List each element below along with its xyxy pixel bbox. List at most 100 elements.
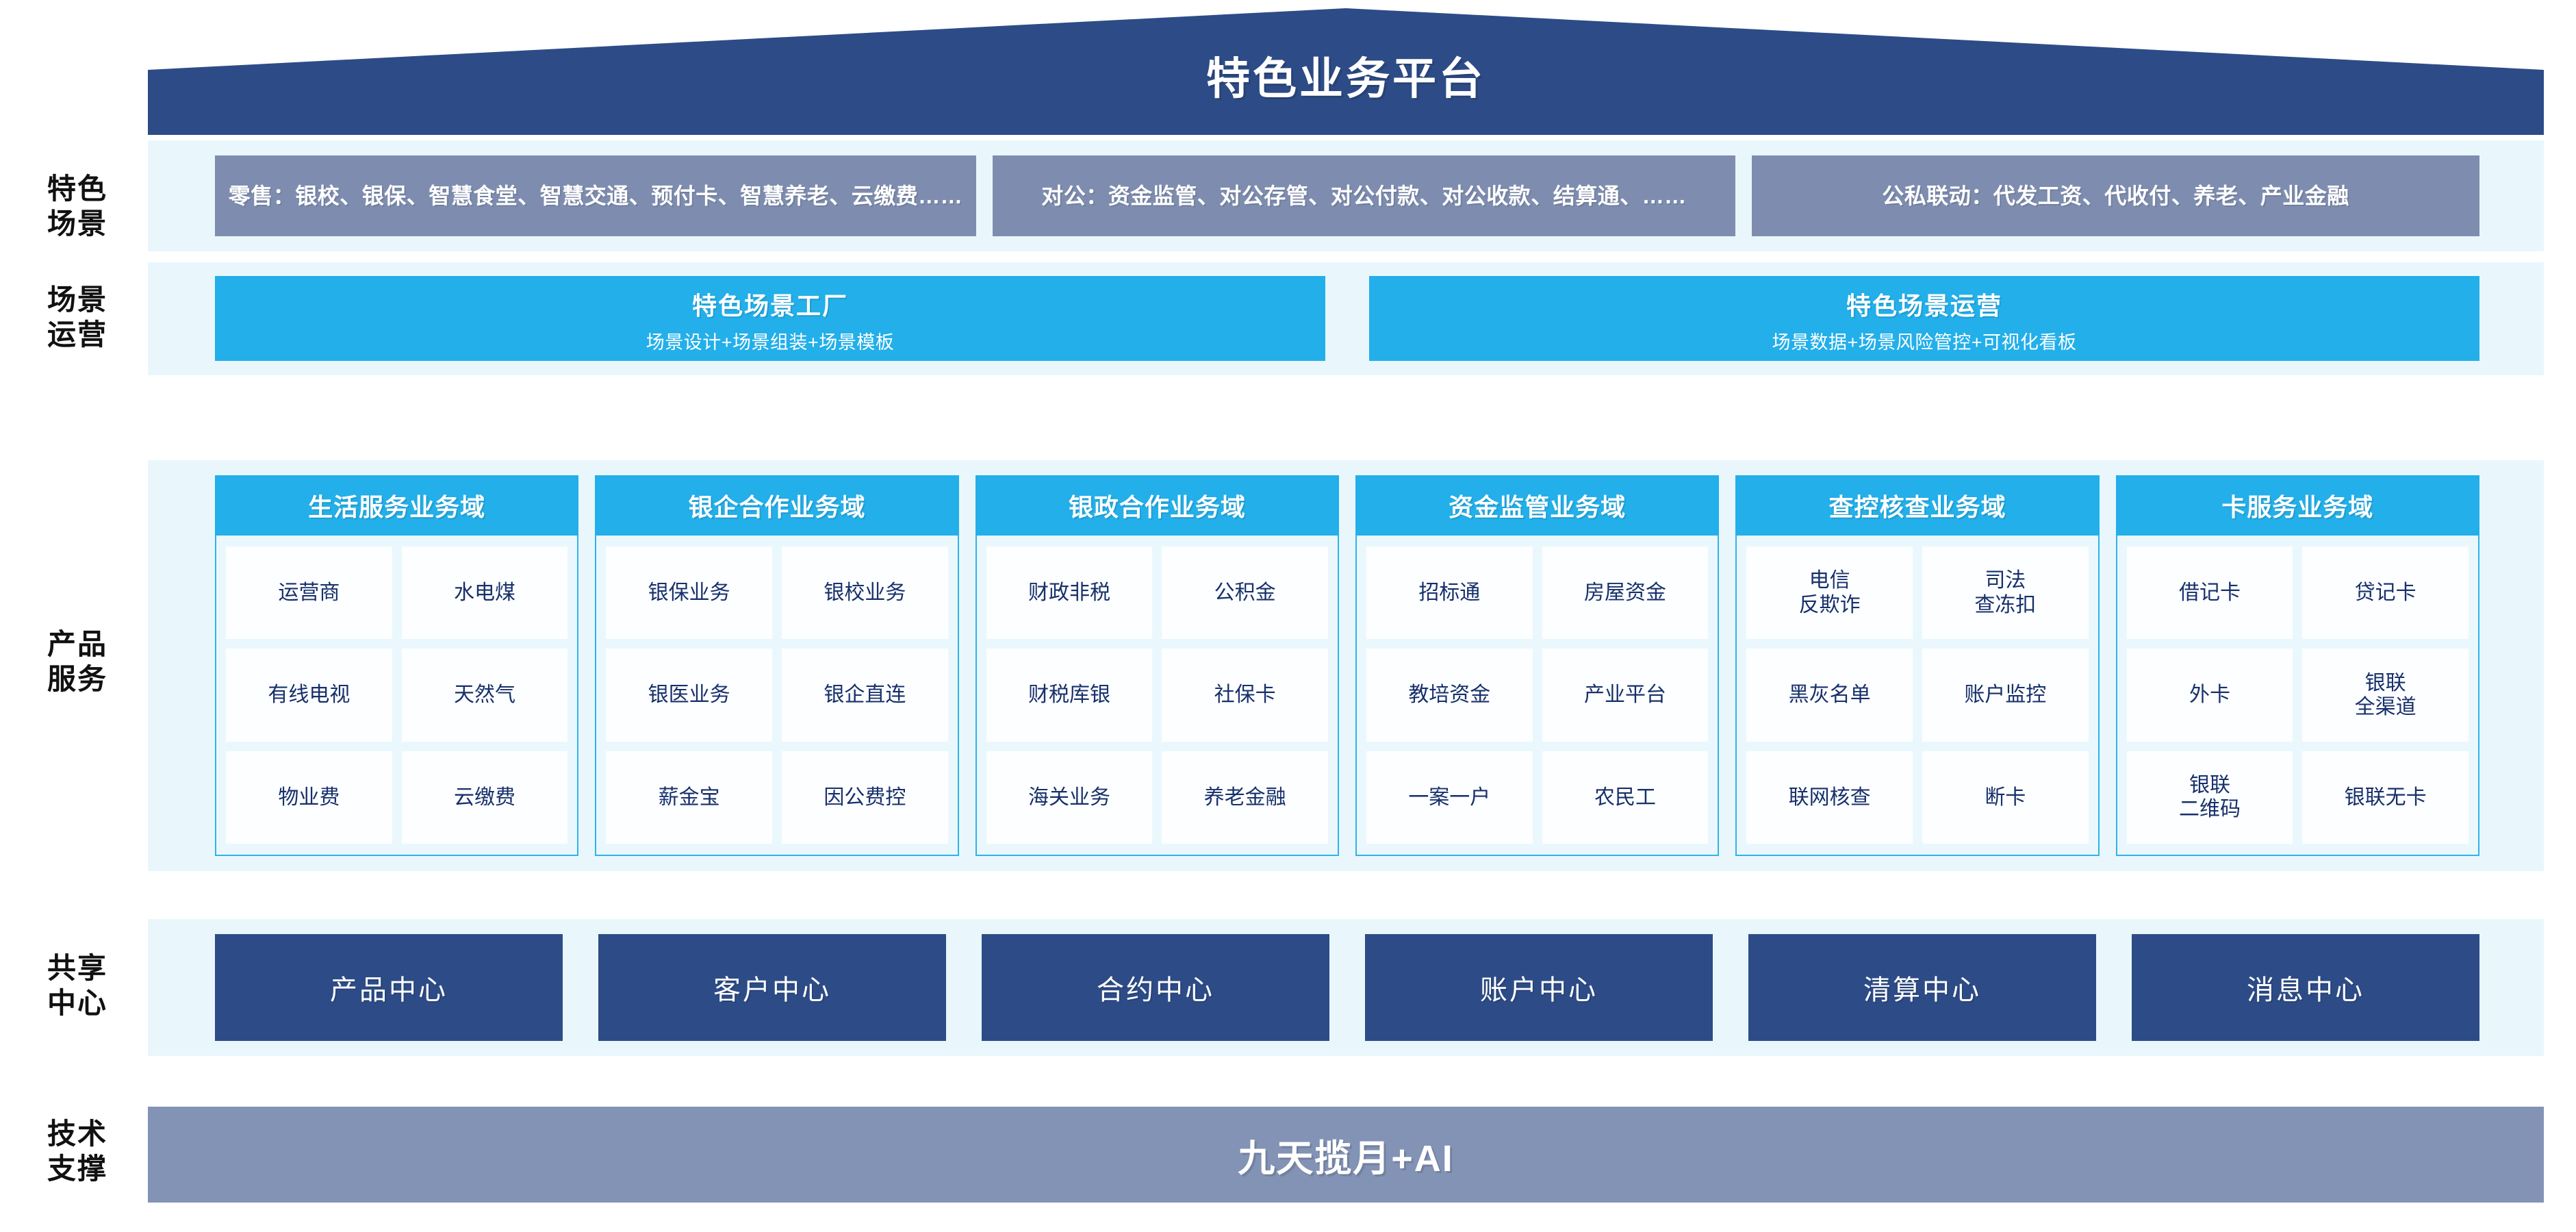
operation-box-scene-operation[interactable]: 特色场景运营 场景数据+场景风险管控+可视化看板 (1369, 276, 2479, 361)
domain-tile-row: 黑灰名单 账户监控 (1746, 649, 2089, 742)
operation-title: 特色场景运营 (1846, 291, 2002, 320)
domain-tile-row: 外卡 银联 全渠道 (2126, 649, 2469, 742)
scenario-box-public-private[interactable]: 公私联动：代发工资、代收付、养老、产业金融 (1752, 155, 2479, 236)
domain-tile[interactable]: 银医业务 (606, 649, 772, 742)
domain-tile-grid: 财政非税 公积金 财税库银 社保卡 海关业务 养老金融 (975, 536, 1339, 856)
domain-tile[interactable]: 水电煤 (401, 546, 568, 640)
row-label-product: 产品 服务 (47, 628, 107, 696)
shared-center-contract[interactable]: 合约中心 (982, 934, 1329, 1041)
domain-tile-grid: 运营商 水电煤 有线电视 天然气 物业费 云缴费 (215, 536, 579, 856)
platform-title: 特色业务平台 (1206, 54, 1485, 103)
domain-tile[interactable]: 财政非税 (986, 546, 1153, 640)
platform-roof-banner: 特色业务平台 (148, 8, 2544, 135)
row-label-scenario: 特色 场景 (47, 173, 107, 240)
scenario-box-corporate[interactable]: 对公：资金监管、对公存管、对公付款、对公收款、结算通、…… (993, 155, 1735, 236)
domain-tile[interactable]: 养老金融 (1162, 751, 1328, 844)
shared-center-clearing[interactable]: 清算中心 (1748, 934, 2096, 1041)
domain-tile[interactable]: 账户监控 (1922, 649, 2089, 742)
domain-tile[interactable]: 银联 全渠道 (2302, 649, 2469, 742)
domain-tile-row: 招标通 房屋资金 (1366, 546, 1709, 640)
domain-tile-row: 有线电视 天然气 (226, 649, 568, 742)
domain-tile-row: 银医业务 银企直连 (606, 649, 948, 742)
domain-tile[interactable]: 物业费 (226, 751, 392, 844)
domain-tile-row: 财税库银 社保卡 (986, 649, 1328, 742)
domain-tile-row: 海关业务 养老金融 (986, 751, 1328, 844)
scene-operation-band: 特色场景工厂 场景设计+场景组装+场景模板 特色场景运营 场景数据+场景风险管控… (148, 262, 2544, 375)
domain-tile[interactable]: 公积金 (1162, 546, 1328, 640)
operation-box-list: 特色场景工厂 场景设计+场景组装+场景模板 特色场景运营 场景数据+场景风险管控… (215, 276, 2479, 361)
shared-center-account[interactable]: 账户中心 (1365, 934, 1713, 1041)
domain-tile[interactable]: 银保业务 (606, 546, 772, 640)
domain-life-service: 生活服务业务域 运营商 水电煤 有线电视 天然气 物业费 云缴费 (215, 475, 579, 856)
domain-fund-supervision: 资金监管业务域 招标通 房屋资金 教培资金 产业平台 一案一户 农民工 (1355, 475, 1720, 856)
domain-title: 卡服务业务域 (2115, 475, 2479, 536)
domain-tile[interactable]: 海关业务 (986, 751, 1153, 844)
operation-subtitle: 场景设计+场景组装+场景模板 (646, 331, 895, 353)
row-label-shared: 共享 中心 (47, 952, 107, 1020)
domain-tile-row: 财政非税 公积金 (986, 546, 1328, 640)
domain-bank-enterprise: 银企合作业务域 银保业务 银校业务 银医业务 银企直连 薪金宝 因公费控 (595, 475, 959, 856)
domain-tile-row: 银保业务 银校业务 (606, 546, 948, 640)
row-label-tech: 技术 支撑 (47, 1118, 107, 1185)
shared-center-message[interactable]: 消息中心 (2132, 934, 2479, 1041)
domain-tile[interactable]: 银联无卡 (2302, 751, 2469, 844)
product-service-band: 生活服务业务域 运营商 水电煤 有线电视 天然气 物业费 云缴费 (148, 460, 2544, 871)
domain-tile[interactable]: 农民工 (1542, 751, 1709, 844)
domain-tile[interactable]: 借记卡 (2126, 546, 2293, 640)
domain-tile-row: 一案一户 农民工 (1366, 751, 1709, 844)
domain-tile-row: 薪金宝 因公费控 (606, 751, 948, 844)
domain-title: 查控核查业务域 (1735, 475, 2100, 536)
domain-tile[interactable]: 贷记卡 (2302, 546, 2469, 640)
domain-column-list: 生活服务业务域 运营商 水电煤 有线电视 天然气 物业费 云缴费 (215, 475, 2479, 856)
domain-tile[interactable]: 外卡 (2126, 649, 2293, 742)
tech-support-bar[interactable]: 九天揽月+AI (148, 1107, 2544, 1203)
row-label-operation: 场景 运营 (47, 284, 107, 351)
operation-title: 特色场景工厂 (691, 291, 848, 320)
shared-center-list: 产品中心 客户中心 合约中心 账户中心 清算中心 消息中心 (215, 934, 2479, 1041)
domain-tile-row: 联网核查 断卡 (1746, 751, 2089, 844)
shared-center-customer[interactable]: 客户中心 (598, 934, 946, 1041)
domain-tile-grid: 银保业务 银校业务 银医业务 银企直连 薪金宝 因公费控 (595, 536, 959, 856)
domain-tile-row: 物业费 云缴费 (226, 751, 568, 844)
domain-tile[interactable]: 银企直连 (782, 649, 948, 742)
domain-tile[interactable]: 有线电视 (226, 649, 392, 742)
domain-bank-government: 银政合作业务域 财政非税 公积金 财税库银 社保卡 海关业务 养老金融 (975, 475, 1339, 856)
scenario-box-retail[interactable]: 零售：银校、银保、智慧食堂、智慧交通、预付卡、智慧养老、云缴费…… (215, 155, 976, 236)
domain-title: 资金监管业务域 (1355, 475, 1720, 536)
roof-shape-icon (148, 8, 2544, 135)
domain-tile[interactable]: 招标通 (1366, 546, 1533, 640)
domain-tile[interactable]: 一案一户 (1366, 751, 1533, 844)
shared-center-product[interactable]: 产品中心 (215, 934, 563, 1041)
operation-subtitle: 场景数据+场景风险管控+可视化看板 (1772, 331, 2077, 353)
domain-tile[interactable]: 薪金宝 (606, 751, 772, 844)
domain-tile-row: 教培资金 产业平台 (1366, 649, 1709, 742)
domain-tile[interactable]: 联网核查 (1746, 751, 1913, 844)
domain-tile[interactable]: 黑灰名单 (1746, 649, 1913, 742)
domain-tile-grid: 电信 反欺诈 司法 查冻扣 黑灰名单 账户监控 联网核查 断卡 (1735, 536, 2100, 856)
domain-tile[interactable]: 银校业务 (782, 546, 948, 640)
domain-tile[interactable]: 银联 二维码 (2126, 751, 2293, 844)
scenario-band: 零售：银校、银保、智慧食堂、智慧交通、预付卡、智慧养老、云缴费…… 对公：资金监… (148, 140, 2544, 251)
domain-tile[interactable]: 天然气 (401, 649, 568, 742)
domain-tile[interactable]: 司法 查冻扣 (1922, 546, 2089, 640)
operation-box-scene-factory[interactable]: 特色场景工厂 场景设计+场景组装+场景模板 (215, 276, 1325, 361)
domain-tile[interactable]: 云缴费 (401, 751, 568, 844)
domain-tile[interactable]: 运营商 (226, 546, 392, 640)
domain-tile[interactable]: 社保卡 (1162, 649, 1328, 742)
domain-title: 生活服务业务域 (215, 475, 579, 536)
domain-investigation-control: 查控核查业务域 电信 反欺诈 司法 查冻扣 黑灰名单 账户监控 联网核查 断卡 (1735, 475, 2100, 856)
domain-tile[interactable]: 因公费控 (782, 751, 948, 844)
scenario-box-list: 零售：银校、银保、智慧食堂、智慧交通、预付卡、智慧养老、云缴费…… 对公：资金监… (215, 155, 2479, 236)
domain-tile[interactable]: 房屋资金 (1542, 546, 1709, 640)
domain-tile-row: 银联 二维码 银联无卡 (2126, 751, 2469, 844)
shared-center-band: 产品中心 客户中心 合约中心 账户中心 清算中心 消息中心 (148, 919, 2544, 1056)
domain-tile-grid: 借记卡 贷记卡 外卡 银联 全渠道 银联 二维码 银联无卡 (2115, 536, 2479, 856)
domain-tile[interactable]: 电信 反欺诈 (1746, 546, 1913, 640)
domain-tile[interactable]: 产业平台 (1542, 649, 1709, 742)
domain-title: 银企合作业务域 (595, 475, 959, 536)
domain-tile-row: 借记卡 贷记卡 (2126, 546, 2469, 640)
domain-tile[interactable]: 断卡 (1922, 751, 2089, 844)
domain-tile[interactable]: 教培资金 (1366, 649, 1533, 742)
domain-tile[interactable]: 财税库银 (986, 649, 1153, 742)
